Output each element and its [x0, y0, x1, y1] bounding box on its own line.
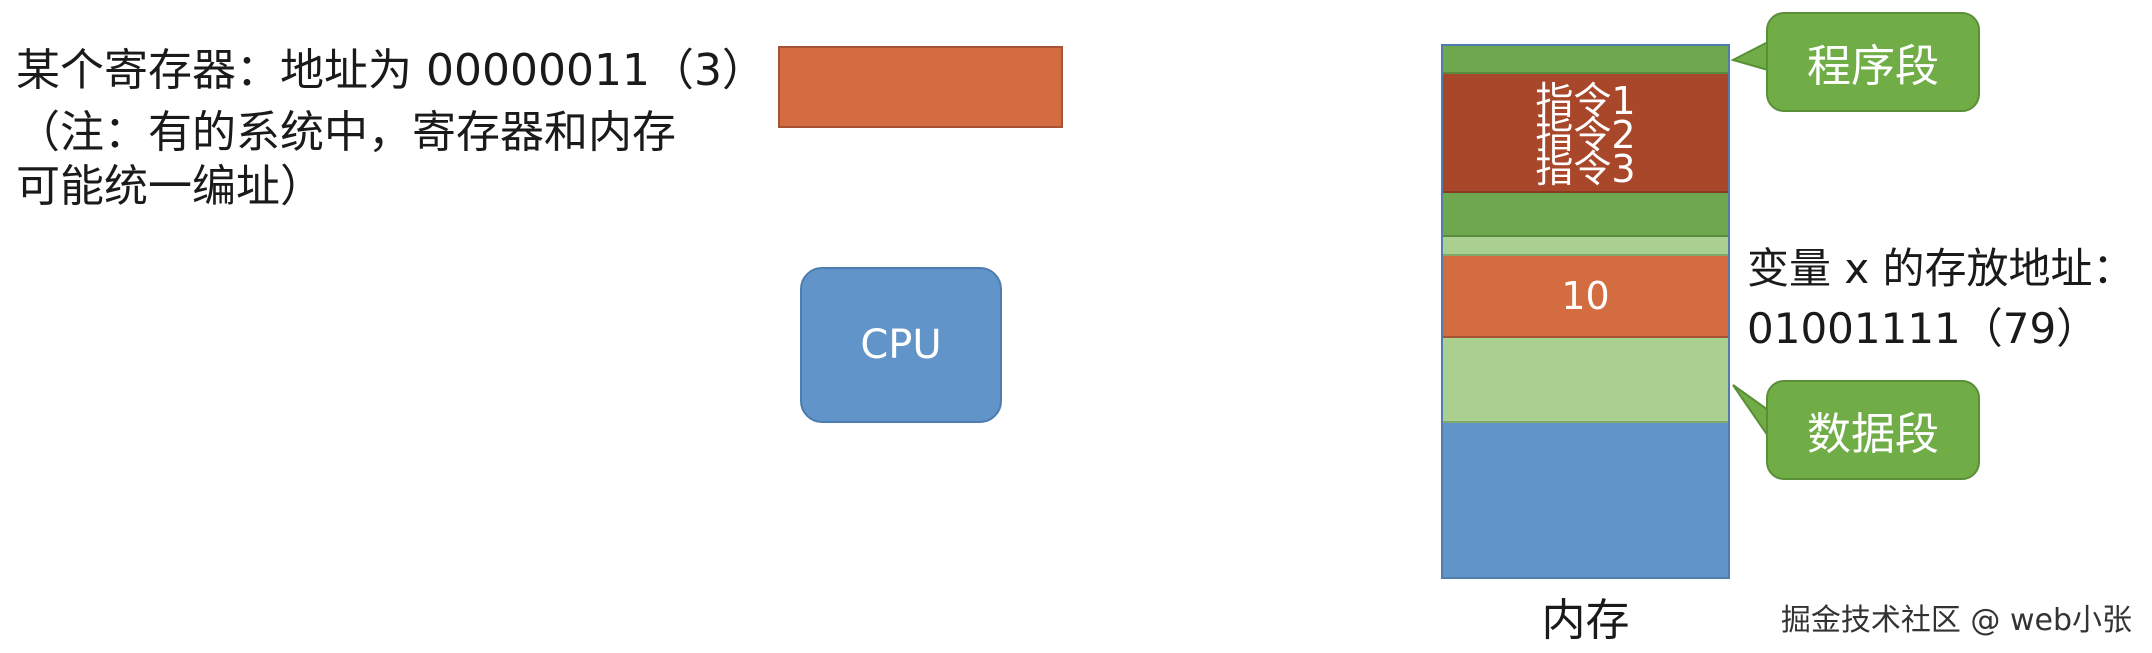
program-segment-label: 程序段	[1807, 41, 1939, 92]
variable-x-value: 10	[1561, 274, 1610, 318]
register-note-line2: 可能统一编址）	[16, 161, 324, 212]
variable-address-value: 01001111（79）	[1747, 304, 2099, 353]
cpu-label: CPU	[860, 322, 942, 368]
program-segment-bottom	[1443, 193, 1728, 237]
program-segment-top	[1443, 46, 1728, 74]
instruction-2: 指令2	[1535, 113, 1636, 157]
data-segment-strip	[1443, 237, 1728, 256]
data-callout-pointer	[1732, 384, 1769, 440]
data-segment-callout: 数据段	[1766, 380, 1980, 480]
data-segment-label: 数据段	[1807, 409, 1939, 460]
memory-label: 内存	[1541, 595, 1630, 646]
cpu-box: CPU	[800, 267, 1002, 423]
register-address-text: 某个寄存器：地址为 00000011（3）	[16, 45, 766, 96]
watermark: 掘金技术社区 @ web小张	[1780, 603, 2132, 638]
register-box	[778, 46, 1063, 128]
variable-x-cell: 10	[1443, 256, 1728, 338]
memory-column: 指令1 指令2 指令3 10	[1441, 44, 1730, 579]
instruction-1: 指令1	[1535, 79, 1636, 123]
data-segment	[1443, 338, 1728, 423]
register-note-line1: （注：有的系统中，寄存器和内存	[16, 107, 676, 158]
program-callout-pointer	[1730, 40, 1769, 72]
instruction-3: 指令3	[1535, 147, 1636, 191]
instruction-block: 指令1 指令2 指令3	[1443, 74, 1728, 193]
program-segment-callout: 程序段	[1766, 12, 1980, 112]
variable-address-label: 变量 x 的存放地址：	[1747, 244, 2135, 293]
